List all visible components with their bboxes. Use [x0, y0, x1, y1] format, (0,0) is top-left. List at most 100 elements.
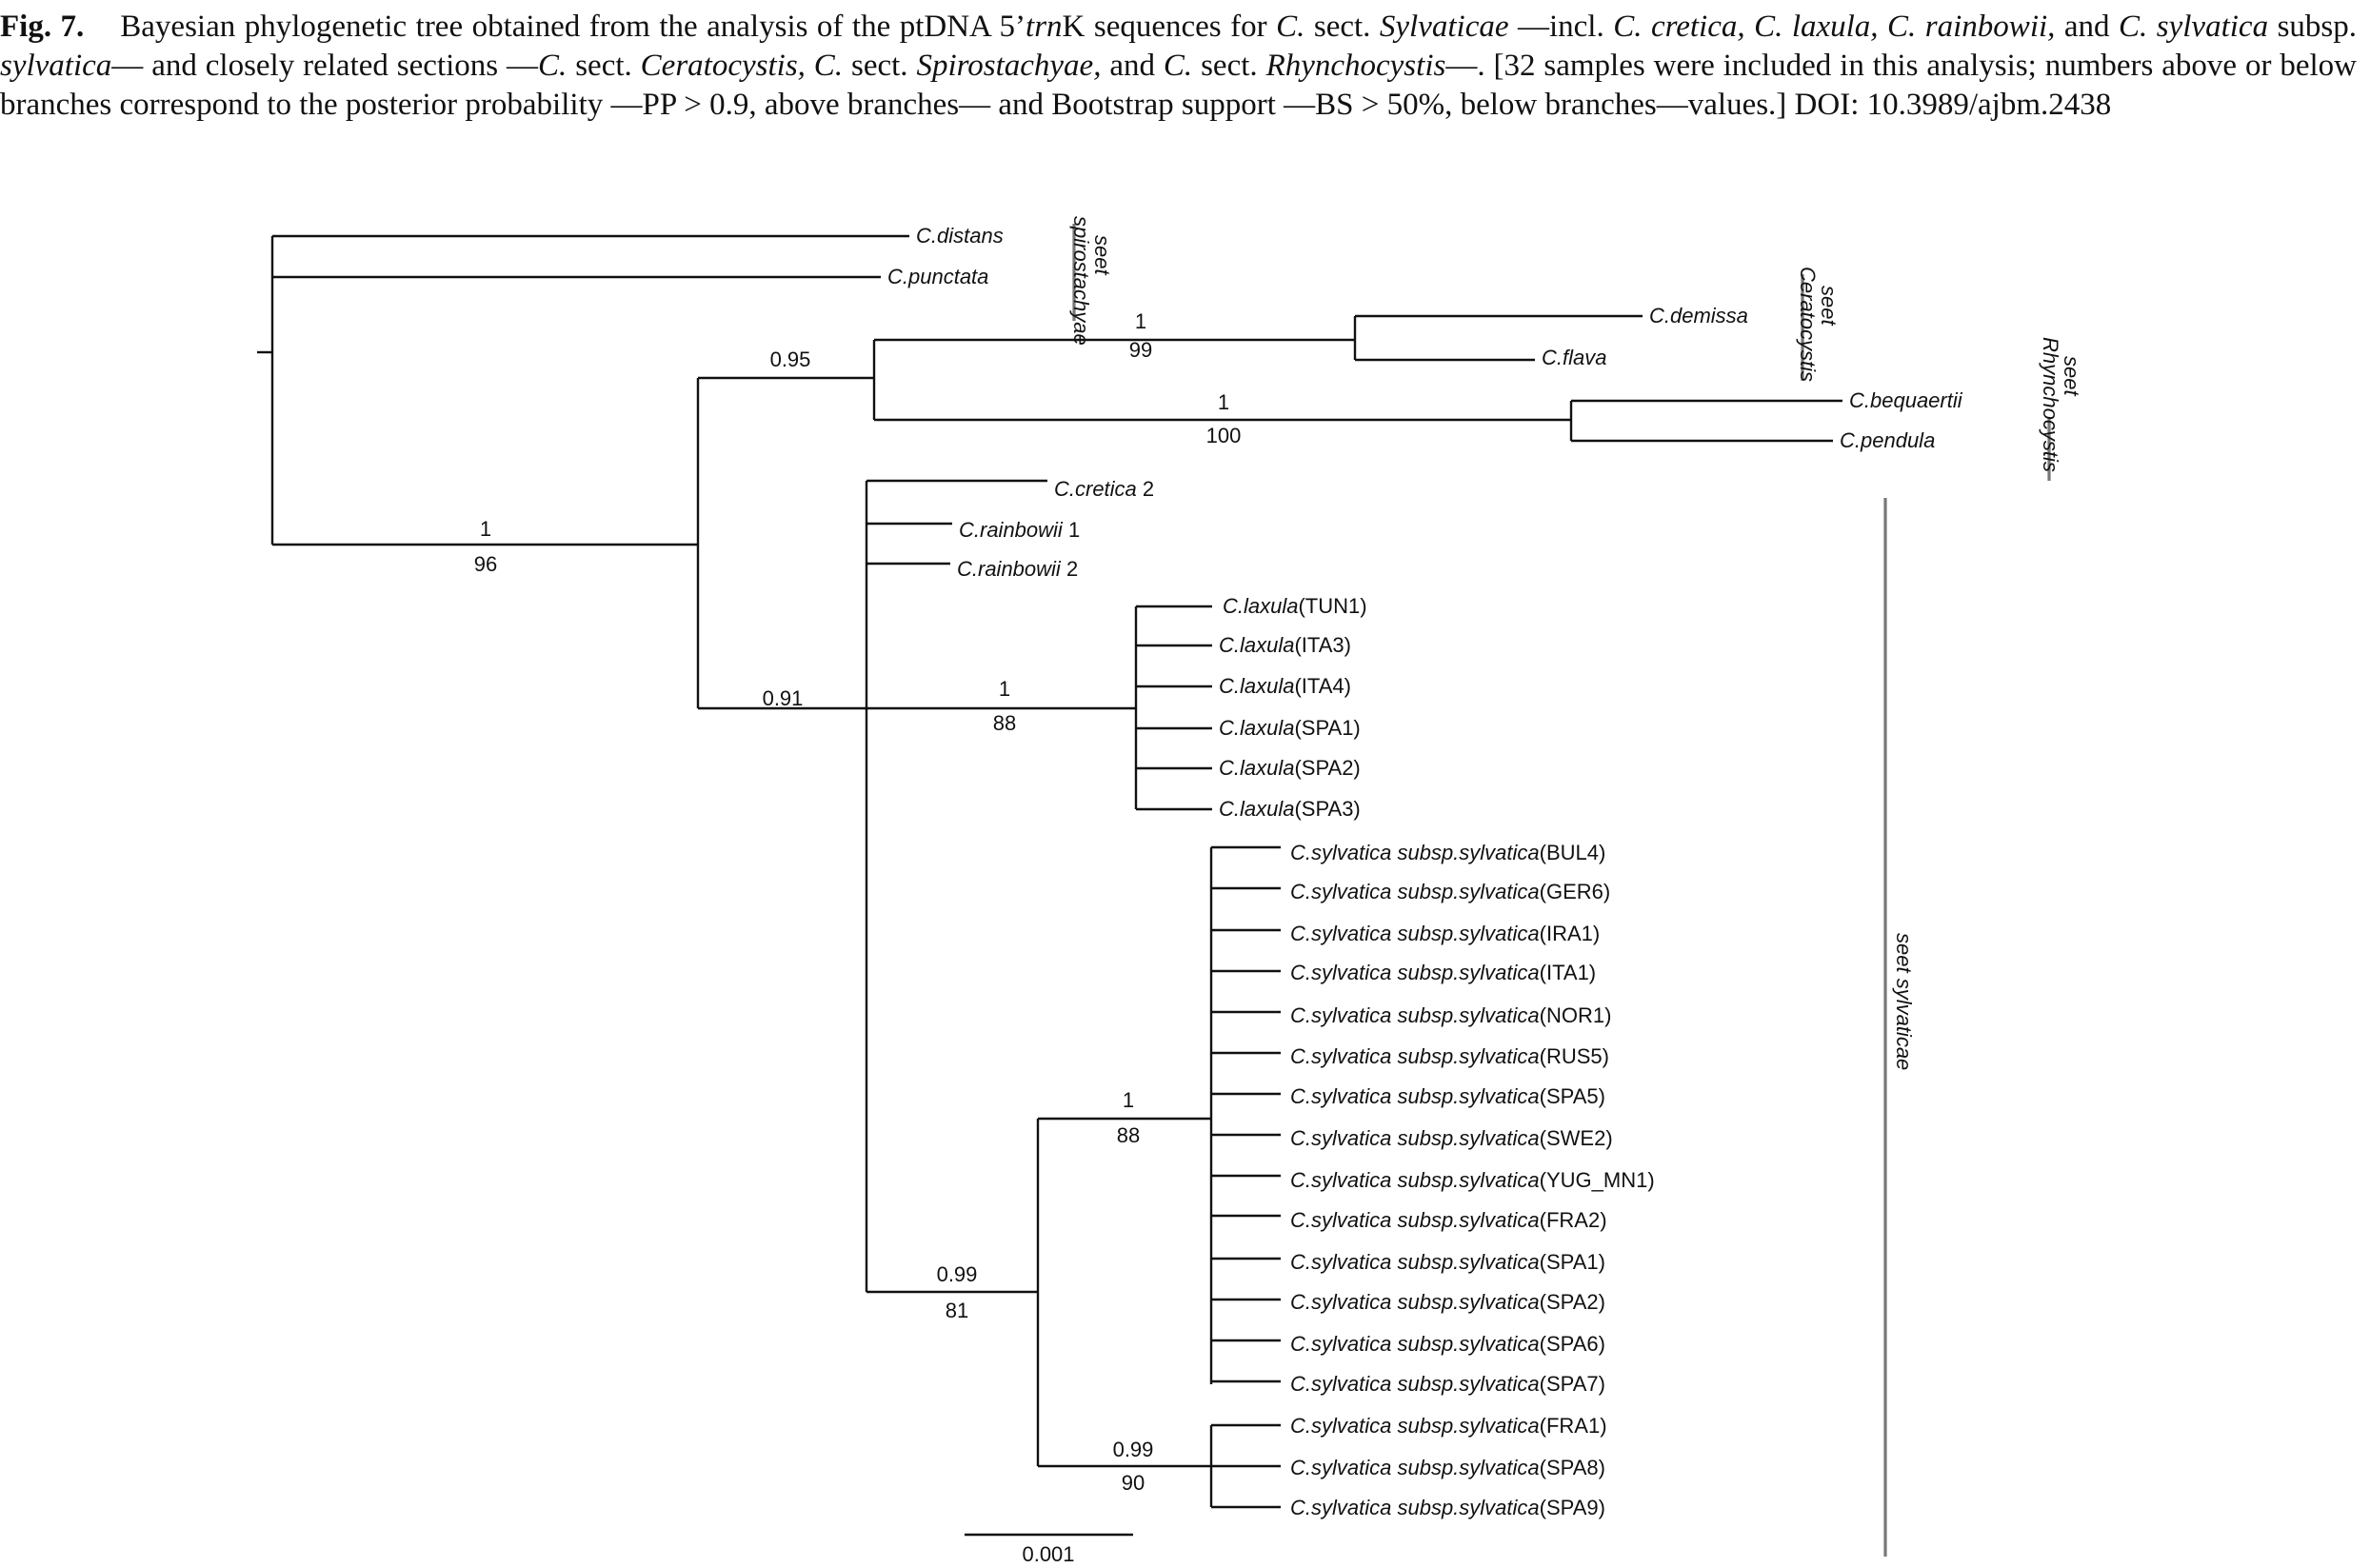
scale-bar: 0.001 [965, 1533, 1133, 1566]
taxon-label: C.sylvatica subsp.sylvatica(SPA5) [1290, 1084, 1605, 1108]
section-label-line1: seet [2060, 356, 2083, 396]
taxon-label: C.pendula [1840, 428, 1935, 452]
taxon-label: C.bequaertii [1849, 388, 1963, 412]
taxon-species: C.laxula [1219, 674, 1294, 698]
taxon-sample: (IRA1) [1540, 922, 1601, 945]
support-value: 0.99 [1113, 1438, 1154, 1461]
support-value: 1 [1218, 390, 1229, 414]
taxon-label: C.flava [1542, 346, 1606, 369]
taxon-species: C.laxula [1223, 594, 1298, 618]
scale-bar-label: 0.001 [1022, 1542, 1074, 1566]
taxon-sample: (YUG_MN1) [1540, 1168, 1655, 1192]
taxon-species: C.sylvatica subsp.sylvatica [1290, 1332, 1540, 1356]
taxon-species: C.sylvatica subsp.sylvatica [1290, 1372, 1540, 1396]
taxon-sample: (SPA8) [1540, 1456, 1605, 1479]
figure-caption: Fig. 7. Bayesian phylogenetic tree obtai… [0, 10, 2358, 122]
taxon-sample: (NOR1) [1540, 1003, 1612, 1027]
support-value: 99 [1129, 338, 1152, 362]
taxon-species: C.cretica [1054, 477, 1137, 501]
taxon-species: C.sylvatica subsp.sylvatica [1290, 1456, 1540, 1479]
support-value: 1 [1135, 309, 1146, 333]
section-label-line2: Rhynchocystis [2039, 337, 2062, 472]
taxon-species: C.sylvatica subsp.sylvatica [1290, 922, 1540, 945]
taxon-species: C.sylvatica subsp.sylvatica [1290, 961, 1540, 984]
taxon-species: C.sylvatica subsp.sylvatica [1290, 1208, 1540, 1232]
taxon-label: C.sylvatica subsp.sylvatica(FRA1) [1290, 1414, 1607, 1438]
taxon-species: C.laxula [1219, 716, 1294, 740]
section-label: seetspirostachyae [1069, 216, 1114, 346]
taxon-label: C.sylvatica subsp.sylvatica(GER6) [1290, 880, 1610, 903]
support-value: 88 [993, 711, 1016, 735]
taxon-sample: (SPA3) [1294, 797, 1360, 821]
taxon-species: C.punctata [887, 265, 988, 288]
taxon-sample: (ITA3) [1294, 633, 1350, 657]
taxon-sample: (SPA6) [1540, 1332, 1605, 1356]
taxon-label: C.laxula(SPA3) [1219, 797, 1361, 821]
taxon-sample: 2 [1137, 477, 1154, 501]
taxon-species: C.sylvatica subsp.sylvatica [1290, 1044, 1540, 1068]
section-label-line1: seet [1090, 235, 1114, 275]
taxon-species: C.sylvatica subsp.sylvatica [1290, 1084, 1540, 1108]
support-value: 88 [1117, 1123, 1140, 1147]
tree-branches [257, 234, 1842, 1509]
taxon-sample: (SWE2) [1540, 1126, 1613, 1150]
taxon-species: C.sylvatica subsp.sylvatica [1290, 1003, 1540, 1027]
taxon-label: C.sylvatica subsp.sylvatica(SPA8) [1290, 1456, 1605, 1479]
taxon-label: C.laxula(ITA3) [1219, 633, 1351, 657]
taxon-sample: (FRA1) [1540, 1414, 1607, 1438]
taxon-sample: (FRA2) [1540, 1208, 1607, 1232]
section-label: seetRhynchocystis [2039, 337, 2083, 472]
taxon-sample: (SPA7) [1540, 1372, 1605, 1396]
taxon-species: C.rainbowii [957, 557, 1062, 581]
taxon-label: C.sylvatica subsp.sylvatica(BUL4) [1290, 841, 1605, 864]
section-label-line1: seet [1817, 286, 1841, 326]
support-value: 96 [474, 552, 497, 576]
taxon-sample: (ITA1) [1540, 961, 1596, 984]
taxon-label: C.sylvatica subsp.sylvatica(FRA2) [1290, 1208, 1607, 1232]
taxon-sample: (SPA1) [1294, 716, 1360, 740]
taxon-label: C.laxula(SPA1) [1219, 716, 1361, 740]
taxon-label: C.sylvatica subsp.sylvatica(SWE2) [1290, 1126, 1613, 1150]
taxon-label: C.distans [916, 224, 1004, 248]
taxon-species: C.sylvatica subsp.sylvatica [1290, 1126, 1540, 1150]
section-label: seetCeratocystis [1796, 267, 1841, 382]
support-value: 0.95 [770, 347, 811, 371]
taxon-species: C.sylvatica subsp.sylvatica [1290, 1414, 1540, 1438]
taxon-species: C.sylvatica subsp.sylvatica [1290, 880, 1540, 903]
taxon-label: C.sylvatica subsp.sylvatica(YUG_MN1) [1290, 1168, 1655, 1192]
taxon-labels: C.distansC.punctataC.demissaC.flavaC.beq… [887, 224, 1963, 1519]
taxon-label: C.sylvatica subsp.sylvatica(SPA1) [1290, 1250, 1605, 1274]
taxon-label: C.rainbowii 2 [957, 557, 1078, 581]
taxon-label: C.laxula(ITA4) [1219, 674, 1351, 698]
taxon-species: C.laxula [1219, 633, 1294, 657]
taxon-sample: 1 [1063, 518, 1080, 542]
support-value: 81 [946, 1299, 968, 1322]
support-value: 0.91 [763, 686, 804, 710]
taxon-label: C.laxula(TUN1) [1223, 594, 1367, 618]
taxon-sample: (BUL4) [1540, 841, 1606, 864]
taxon-sample: (SPA1) [1540, 1250, 1605, 1274]
support-value: 1 [1123, 1088, 1134, 1112]
taxon-species: C.pendula [1840, 428, 1935, 452]
taxon-sample: (SPA5) [1540, 1084, 1605, 1108]
taxon-label: C.sylvatica subsp.sylvatica(SPA6) [1290, 1332, 1605, 1356]
section-label-line2: spirostachyae [1069, 216, 1093, 346]
taxon-sample: (SPA9) [1540, 1496, 1605, 1519]
taxon-label: C.rainbowii 1 [959, 518, 1080, 542]
taxon-species: C.sylvatica subsp.sylvatica [1290, 1250, 1540, 1274]
taxon-sample: (ITA4) [1294, 674, 1350, 698]
taxon-species: C.sylvatica subsp.sylvatica [1290, 1290, 1540, 1314]
taxon-species: C.laxula [1219, 797, 1294, 821]
support-value: 90 [1122, 1471, 1145, 1495]
support-value: 100 [1206, 424, 1242, 447]
taxon-label: C.laxula(SPA2) [1219, 756, 1361, 780]
taxon-label: C.demissa [1649, 304, 1748, 327]
taxon-label: C.sylvatica subsp.sylvatica(NOR1) [1290, 1003, 1611, 1027]
taxon-species: C.laxula [1219, 756, 1294, 780]
taxon-species: C.sylvatica subsp.sylvatica [1290, 1496, 1540, 1519]
taxon-species: C.rainbowii [959, 518, 1064, 542]
section-label: seet sylvaticae [1892, 933, 1916, 1070]
